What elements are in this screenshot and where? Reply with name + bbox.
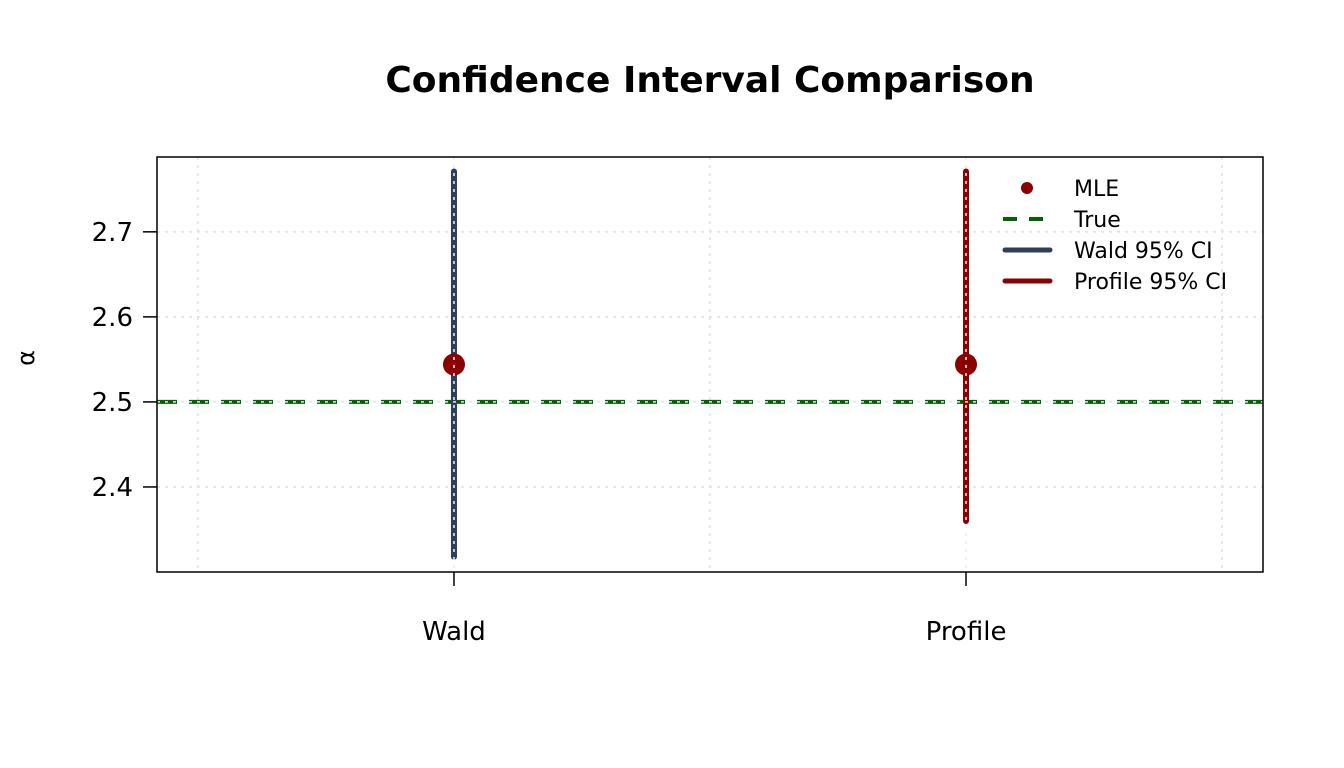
legend-label: Wald 95% CI bbox=[1074, 239, 1213, 264]
mle-point-wald bbox=[442, 353, 465, 376]
x-tick-label: Wald bbox=[422, 617, 486, 647]
y-axis-label: α bbox=[12, 350, 40, 366]
y-tick-label: 2.4 bbox=[92, 473, 133, 503]
legend-label: Profile 95% CI bbox=[1074, 270, 1227, 295]
y-tick-label: 2.5 bbox=[92, 388, 133, 418]
chart-title: Confidence Interval Comparison bbox=[385, 60, 1034, 101]
mle-point-profile bbox=[955, 353, 978, 376]
legend-label: MLE bbox=[1074, 177, 1119, 202]
plot-frame bbox=[156, 156, 1264, 573]
y-tick-label: 2.6 bbox=[92, 303, 133, 333]
x-tick-label: Profile bbox=[926, 617, 1007, 647]
legend-marker-mle bbox=[1021, 182, 1033, 194]
y-tick-label: 2.7 bbox=[92, 218, 133, 248]
legend-label: True bbox=[1073, 208, 1121, 233]
grid-overlay bbox=[157, 157, 1263, 572]
